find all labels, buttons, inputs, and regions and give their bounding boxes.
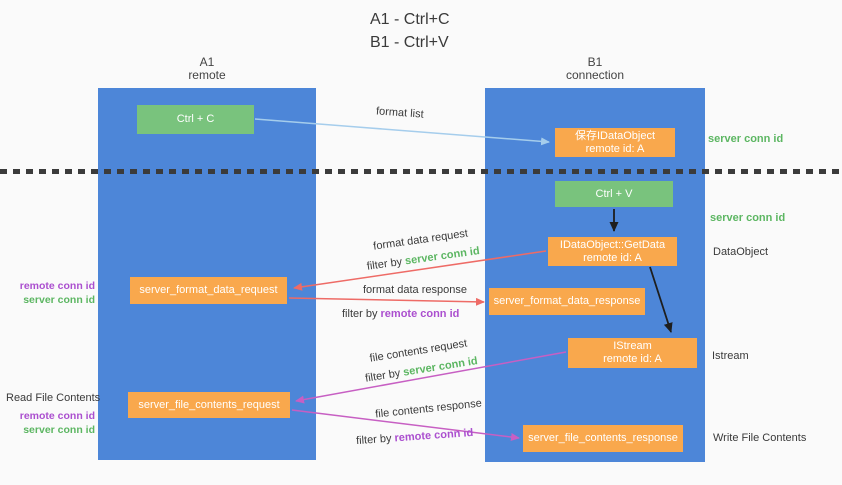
column-b1-name: B1 xyxy=(587,55,603,69)
node-ctrl-v-label: Ctrl + V xyxy=(595,187,633,200)
label-conn-ids-bottom: remote conn id server conn id xyxy=(10,409,95,437)
label-filter-by-remote-1: filter by remote conn id xyxy=(342,308,460,320)
label-remote-conn-id-mid: remote conn id xyxy=(19,280,95,292)
node-file-response-label: server_file_contents_response xyxy=(528,432,678,444)
title-line-b1: B1 - Ctrl+V xyxy=(370,34,449,51)
label-format-list: format list xyxy=(375,105,425,121)
node-format-response: server_format_data_response xyxy=(489,288,645,315)
phase-divider xyxy=(0,169,842,174)
node-ctrl-c: Ctrl + C xyxy=(137,105,254,134)
label-write-file-contents: Write File Contents xyxy=(713,432,807,444)
title-line-a1: A1 - Ctrl+C xyxy=(370,11,450,28)
label-istream: Istream xyxy=(712,350,749,362)
label-server-conn-id-top: server conn id xyxy=(708,133,784,145)
label-server-conn-id-mid: server conn id xyxy=(710,212,786,224)
label-remote-conn-id-bottom: remote conn id xyxy=(19,410,95,422)
node-ctrl-v: Ctrl + V xyxy=(555,181,673,207)
column-header-b1: B1 connection xyxy=(540,56,650,82)
node-file-request-label: server_file_contents_request xyxy=(138,398,280,411)
diagram-title: A1 - Ctrl+C B1 - Ctrl+V xyxy=(370,8,450,54)
node-istream: IStream remote id: A xyxy=(568,338,697,368)
label-filter-by-remote-2: filter by remote conn id xyxy=(355,426,474,448)
label-file-contents-request: file contents request filter by server c… xyxy=(354,332,486,390)
column-b1-role: connection xyxy=(565,68,625,82)
node-format-request-label: server_format_data_request xyxy=(139,284,278,296)
label-format-data-request: format data request filter by server con… xyxy=(356,222,488,277)
label-format-data-response: format data response xyxy=(363,284,467,296)
node-istream-line2: remote id: A xyxy=(603,353,662,365)
label-dataobject: DataObject xyxy=(713,246,769,258)
column-header-a1: A1 remote xyxy=(152,56,262,82)
arrow-format-data-response xyxy=(288,297,485,306)
node-ctrl-c-label: Ctrl + C xyxy=(176,113,215,125)
column-a1-name: A1 xyxy=(199,55,215,69)
label-read-file-contents: Read File Contents xyxy=(6,392,101,404)
node-save-dataobject: 保存IDataObject remote id: A xyxy=(555,128,675,157)
label-server-conn-id-left-bottom: server conn id xyxy=(23,424,95,436)
node-getdata: IDataObject::GetData remote id: A xyxy=(548,237,677,266)
label-server-conn-id-left-mid: server conn id xyxy=(23,294,95,306)
node-save-dataobject-line1: 保存IDataObject xyxy=(574,129,656,142)
node-getdata-line1: IDataObject::GetData xyxy=(559,238,666,251)
column-a1-role: remote xyxy=(188,68,226,82)
node-save-dataobject-line2: remote id: A xyxy=(585,142,645,155)
node-file-response: server_file_contents_response xyxy=(523,425,683,452)
node-format-response-label: server_format_data_response xyxy=(493,295,641,307)
node-istream-line1: IStream xyxy=(613,340,652,352)
label-conn-ids-mid: remote conn id server conn id xyxy=(10,279,95,307)
node-getdata-line2: remote id: A xyxy=(583,251,642,264)
node-file-request: server_file_contents_request xyxy=(128,392,290,418)
node-format-request: server_format_data_request xyxy=(130,277,287,304)
label-file-contents-response: file contents response xyxy=(374,397,483,421)
